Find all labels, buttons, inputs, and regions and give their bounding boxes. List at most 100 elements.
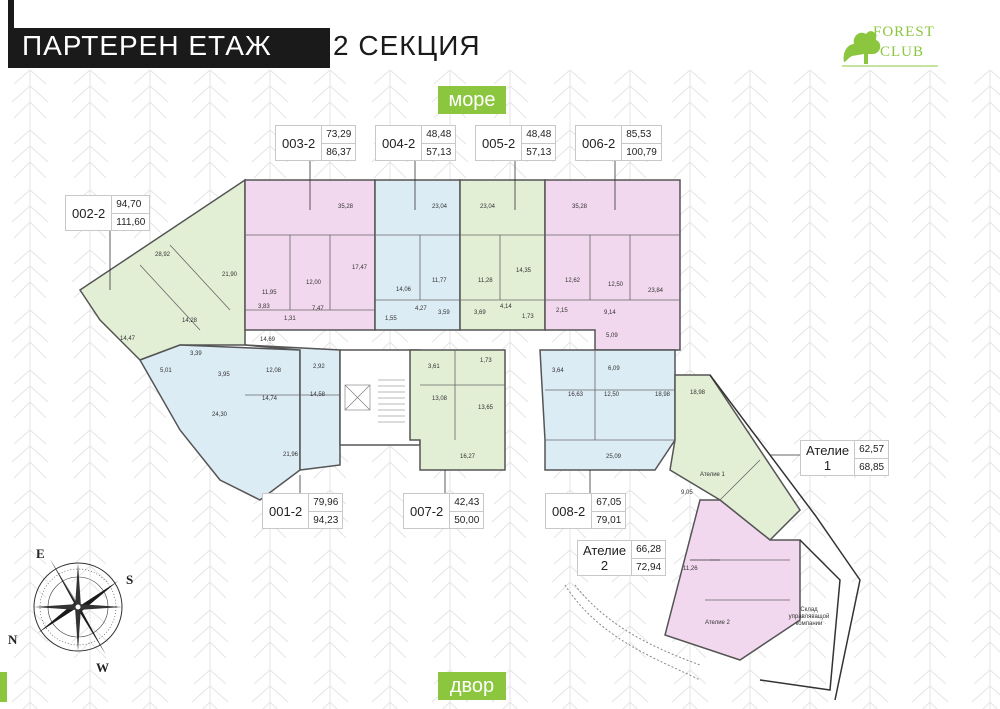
room-area: 25,09 <box>606 454 622 460</box>
forest-club-logo-icon <box>842 31 938 67</box>
room-area: 3,64 <box>552 368 564 374</box>
room-area: 24,30 <box>212 412 228 418</box>
room-area: 12,00 <box>306 280 322 286</box>
room-area: 17,47 <box>352 265 368 271</box>
room-area: 13,08 <box>432 396 448 402</box>
stair-core <box>339 349 421 446</box>
room-area: 1,31 <box>284 316 296 322</box>
storage-note: Склад управляващой компании <box>788 607 830 627</box>
title-accent <box>8 0 14 28</box>
room-area: 12,50 <box>608 282 624 288</box>
room-area: 12,62 <box>565 278 581 284</box>
room-area: 35,28 <box>338 204 354 210</box>
left-accent <box>0 672 7 702</box>
room-area: 1,73 <box>522 314 534 320</box>
unit-area-net: 48,48 <box>422 126 456 144</box>
room-area: 21,96 <box>283 452 299 458</box>
room-area: 2,15 <box>556 308 568 314</box>
atelier-2-area <box>664 499 801 661</box>
room-area: 23,04 <box>432 204 448 210</box>
room-area: 14,74 <box>262 396 278 402</box>
unit-label-001-2[interactable]: 001-2 79,96 94,23 <box>262 493 344 529</box>
logo-text-forest: FOREST <box>873 24 935 40</box>
room-area: 14,69 <box>260 337 276 343</box>
room-area: 14,35 <box>516 268 532 274</box>
room-area: 14,58 <box>310 392 326 398</box>
room-area: 12,08 <box>266 368 282 374</box>
room-area: 3,61 <box>428 364 440 370</box>
room-area: 6,09 <box>608 366 620 372</box>
unit-area-gross: 57,13 <box>426 147 452 158</box>
unit-area-net: 85,53 <box>622 126 661 144</box>
room-area: 3,69 <box>474 310 486 316</box>
room-area: 18,98 <box>655 392 671 398</box>
room-area: 3,95 <box>218 372 230 378</box>
room-area: 14,47 <box>120 336 136 342</box>
unit-006-2-area <box>544 179 681 351</box>
room-area: 4,27 <box>415 306 427 312</box>
atelier-area-gross: 72,94 <box>636 562 662 573</box>
room-area: 9,14 <box>604 310 616 316</box>
unit-area-net: 73,29 <box>322 126 356 144</box>
room-area: 3,39 <box>190 351 202 357</box>
unit-area-gross: 79,01 <box>596 515 622 526</box>
room-area: 2,92 <box>313 364 325 370</box>
unit-code: 008-2 <box>546 494 593 528</box>
unit-code: 003-2 <box>276 126 323 160</box>
unit-area-gross: 94,23 <box>313 515 339 526</box>
room-area: 3,83 <box>258 304 270 310</box>
room-area: 14,28 <box>182 318 198 324</box>
room-area: 23,84 <box>648 288 664 294</box>
logo-text-club: CLUB <box>880 44 925 60</box>
unit-label-008-2[interactable]: 008-2 67,05 79,01 <box>545 493 627 529</box>
room-area: 12,50 <box>604 392 620 398</box>
atelier-area-net: 66,28 <box>632 541 666 559</box>
atelier-area-gross: 68,85 <box>859 462 885 473</box>
unit-area-gross: 50,00 <box>454 515 480 526</box>
outer-wall-terrace <box>759 539 841 691</box>
atelier-name: Ателие <box>583 543 627 558</box>
title-bar <box>8 28 330 68</box>
room-area: 35,28 <box>572 204 588 210</box>
room-area: 3,59 <box>438 310 450 316</box>
unit-001-2-area <box>138 344 301 501</box>
room-area: 9,05 <box>681 490 693 496</box>
room-area: 13,65 <box>478 405 494 411</box>
unit-area-net: 48,48 <box>522 126 556 144</box>
room-area: 11,77 <box>432 278 447 284</box>
unit-code: 006-2 <box>576 126 623 160</box>
compass-south: S <box>126 572 134 587</box>
room-area: 16,63 <box>568 392 584 398</box>
atelier-name: Ателие <box>806 443 850 458</box>
unit-area-net: 79,96 <box>309 494 343 512</box>
room-area: 23,04 <box>480 204 496 210</box>
unit-001-2-extra <box>244 344 341 471</box>
unit-area-net: 42,43 <box>450 494 484 512</box>
room-area: 18,98 <box>690 390 706 396</box>
room-area: 16,27 <box>460 454 476 460</box>
unit-area-gross: 111,60 <box>116 217 146 228</box>
compass-west: W <box>96 660 109 675</box>
room-area: 1,55 <box>385 316 397 322</box>
unit-code: 001-2 <box>263 494 310 528</box>
atelier-number: 2 <box>600 558 609 573</box>
compass-east: E <box>36 546 45 561</box>
unit-area-gross: 57,13 <box>526 147 552 158</box>
outer-wall-east <box>709 374 861 701</box>
room-area: 28,92 <box>155 252 171 258</box>
room-area: 5,09 <box>606 333 618 339</box>
atelier-number: 1 <box>823 458 832 473</box>
unit-area-net: 67,05 <box>592 494 626 512</box>
room-area: 21,90 <box>222 272 238 278</box>
room-area: 11,28 <box>478 278 493 284</box>
atelier-area-net: 62,57 <box>855 441 889 459</box>
